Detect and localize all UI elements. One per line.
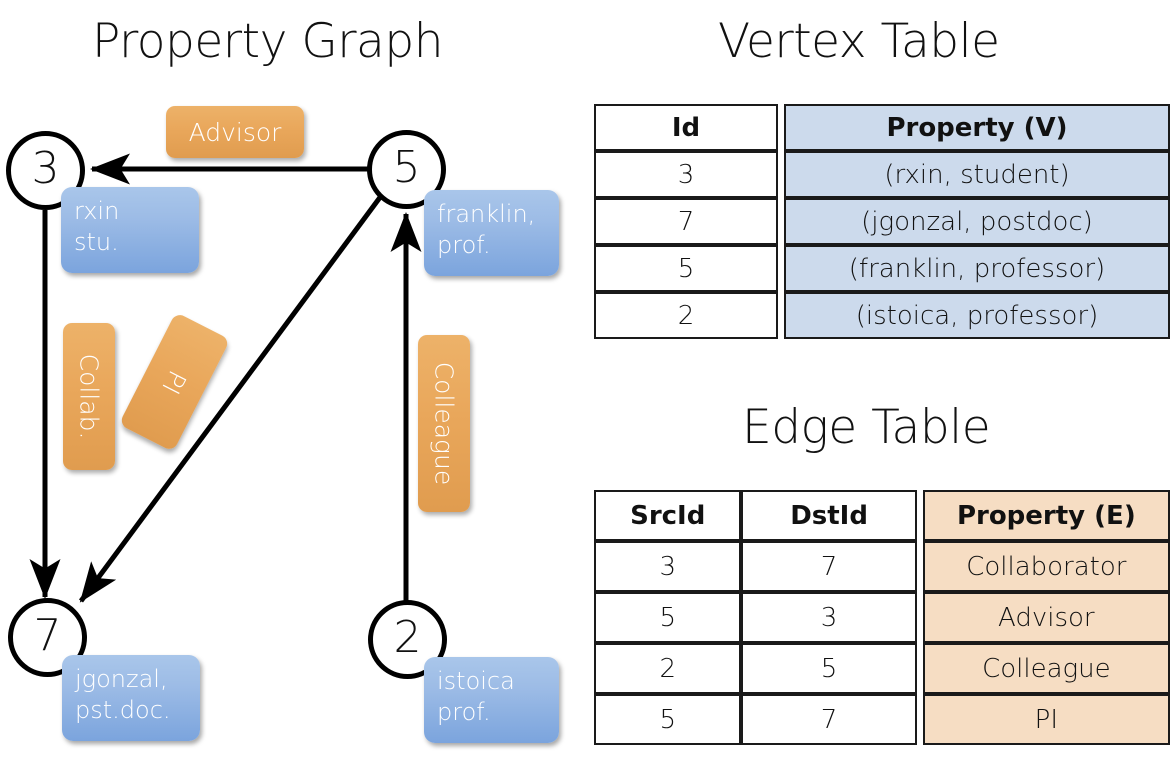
vertex-property-box-2-line2: prof. — [437, 697, 491, 726]
table-row[interactable]: 5 7 PI — [594, 694, 1170, 745]
edge-table: SrcId DstId Property (E) 3 7 Collaborato… — [594, 490, 1170, 745]
edge-label-collab[interactable]: Collab. — [63, 323, 115, 470]
edge-table-column-gap — [916, 490, 923, 541]
vertex-property-box-2-line1: istoica — [437, 667, 515, 695]
vertex-property-box-7-line2: pst.doc. — [75, 695, 171, 724]
vertex-table-column-gap — [778, 151, 784, 198]
table-row[interactable]: 7 (jgonzal, postdoc) — [594, 198, 1170, 245]
vertex-property-box-3[interactable]: rxin stu. — [61, 187, 199, 273]
edge-label-advisor-text: Advisor — [188, 117, 282, 147]
table-row[interactable]: 2 5 Colleague — [594, 643, 1170, 694]
graph-node-2-label: 2 — [393, 612, 422, 663]
vertex-property-box-5-line1: franklin, — [437, 200, 536, 228]
vertex-cell-id: 3 — [594, 151, 778, 198]
vertex-cell-property: (jgonzal, postdoc) — [784, 198, 1170, 245]
edge-table-column-gap — [916, 592, 923, 643]
page-title-vertex-table: Vertex Table — [718, 14, 1000, 69]
edge-table-column-gap — [916, 643, 923, 694]
edge-5-to-7-pi — [78, 194, 384, 603]
vertex-property-box-2[interactable]: istoica prof. — [424, 657, 559, 743]
vertex-table-header-row: Id Property (V) — [594, 104, 1170, 151]
vertex-table-column-gap — [778, 198, 784, 245]
edge-cell-dstid: 5 — [741, 643, 917, 694]
edge-cell-property: PI — [922, 694, 1170, 745]
edge-cell-dstid: 7 — [741, 541, 917, 592]
vertex-cell-id: 7 — [594, 198, 778, 245]
vertex-cell-property: (istoica, professor) — [784, 292, 1170, 339]
vertex-cell-id: 2 — [594, 292, 778, 339]
edge-cell-property: Advisor — [922, 592, 1170, 643]
vertex-property-box-5-line2: prof. — [437, 230, 491, 259]
table-row[interactable]: 5 3 Advisor — [594, 592, 1170, 643]
edge-cell-dstid: 3 — [741, 592, 917, 643]
edge-table-header-row: SrcId DstId Property (E) — [594, 490, 1170, 541]
vertex-cell-property: (franklin, professor) — [784, 245, 1170, 292]
graph-node-5-label: 5 — [392, 142, 421, 193]
vertex-property-box-5[interactable]: franklin, prof. — [424, 190, 559, 276]
edge-label-collab-text: Collab. — [74, 353, 104, 440]
vertex-table: Id Property (V) 3 (rxin, student) 7 (jgo… — [594, 104, 1170, 339]
vertex-property-box-3-line2: stu. — [74, 227, 119, 256]
vertex-table-header-property: Property (V) — [784, 104, 1170, 151]
edge-table-header-srcid: SrcId — [594, 490, 742, 541]
edge-label-advisor[interactable]: Advisor — [166, 106, 304, 158]
edge-table-column-gap — [916, 694, 923, 745]
edge-cell-property: Colleague — [922, 643, 1170, 694]
vertex-table-column-gap — [778, 292, 784, 339]
page-title-edge-table: Edge Table — [742, 400, 991, 455]
page-title-property-graph: Property Graph — [92, 14, 444, 69]
edge-cell-srcid: 5 — [594, 592, 742, 643]
edge-table-column-gap — [916, 541, 923, 592]
edge-cell-srcid: 3 — [594, 541, 742, 592]
vertex-property-box-7-line1: jgonzal, — [75, 665, 168, 693]
edge-table-header-dstid: DstId — [741, 490, 917, 541]
edge-label-pi-text: PI — [156, 365, 193, 399]
vertex-property-box-7[interactable]: jgonzal, pst.doc. — [62, 655, 200, 741]
graph-node-7-label: 7 — [33, 610, 62, 661]
edge-label-colleague[interactable]: Colleague — [418, 335, 470, 512]
table-row[interactable]: 2 (istoica, professor) — [594, 292, 1170, 339]
edge-cell-property: Collaborator — [922, 541, 1170, 592]
vertex-cell-id: 5 — [594, 245, 778, 292]
table-row[interactable]: 3 7 Collaborator — [594, 541, 1170, 592]
vertex-table-column-gap — [778, 104, 784, 151]
vertex-table-column-gap — [778, 245, 784, 292]
table-row[interactable]: 3 (rxin, student) — [594, 151, 1170, 198]
graph-node-3-label: 3 — [31, 143, 60, 194]
edge-label-colleague-text: Colleague — [429, 361, 459, 486]
vertex-property-box-3-line1: rxin — [74, 197, 120, 225]
edge-cell-dstid: 7 — [741, 694, 917, 745]
vertex-table-header-id: Id — [594, 104, 778, 151]
edge-table-header-property: Property (E) — [922, 490, 1170, 541]
vertex-cell-property: (rxin, student) — [784, 151, 1170, 198]
edge-cell-srcid: 5 — [594, 694, 742, 745]
edge-cell-srcid: 2 — [594, 643, 742, 694]
graph-edges-canvas — [29, 153, 422, 603]
table-row[interactable]: 5 (franklin, professor) — [594, 245, 1170, 292]
